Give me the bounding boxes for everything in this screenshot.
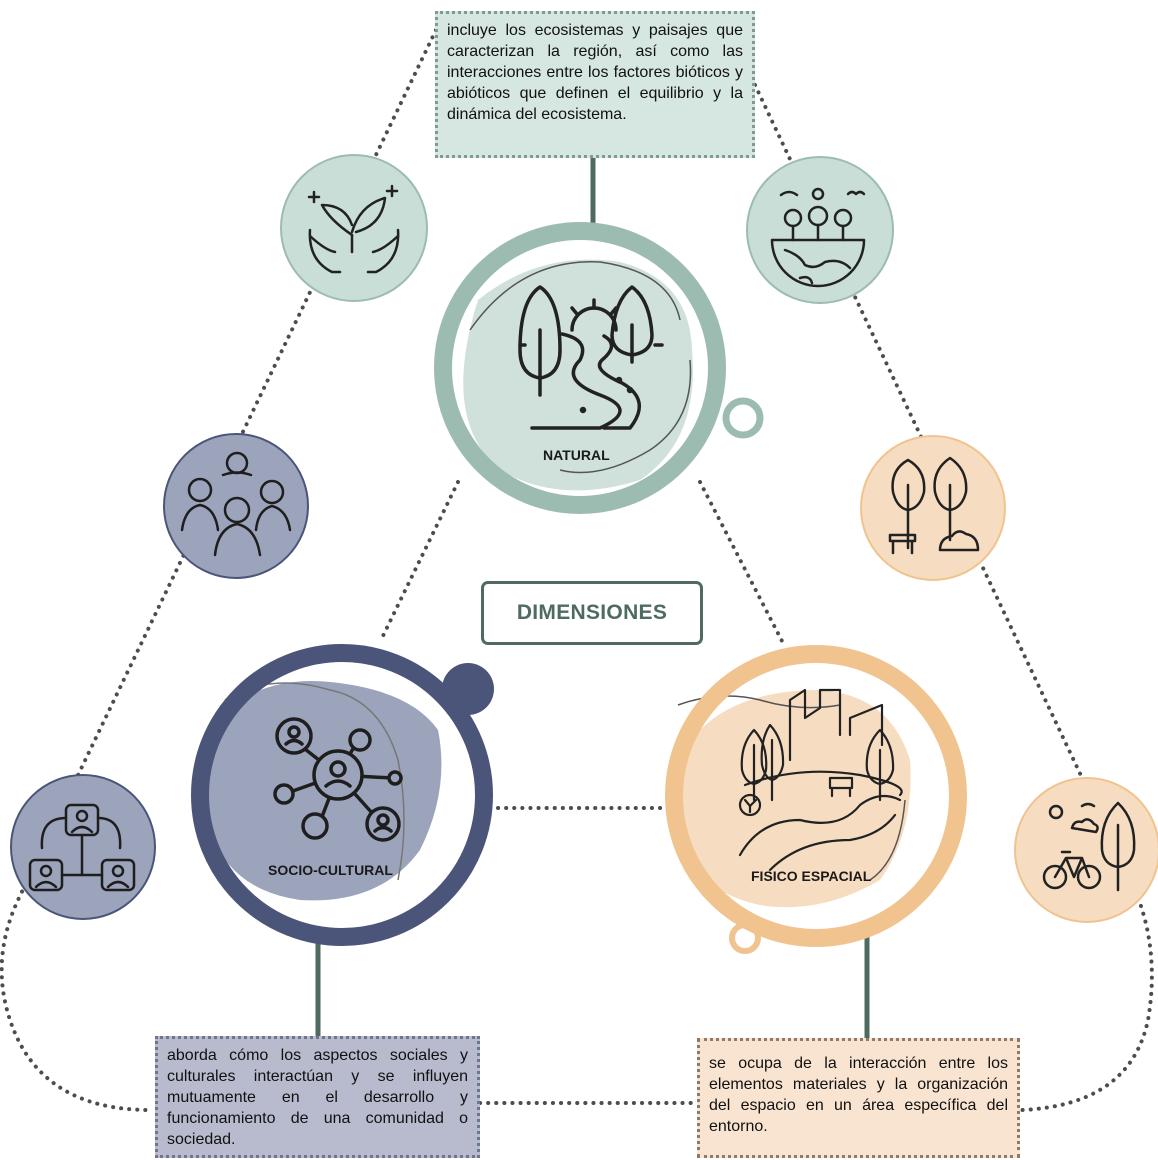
fisico-top-small-circle bbox=[860, 435, 1006, 581]
socio-main-circle bbox=[191, 644, 494, 946]
fisico-espacial-label: FISICO ESPACIAL bbox=[751, 868, 872, 884]
people-organization-icon bbox=[28, 803, 136, 892]
natural-left-small-circle bbox=[280, 154, 428, 302]
people-group-icon bbox=[180, 451, 292, 557]
natural-main-circle bbox=[434, 222, 764, 514]
fisico-main-circle bbox=[665, 645, 967, 954]
dotted-connectors bbox=[0, 28, 1154, 1112]
solid-connectors bbox=[315, 158, 870, 1038]
ecosystem-globe-icon bbox=[770, 187, 866, 288]
urban-park-icon bbox=[738, 688, 903, 872]
natural-right-small-circle bbox=[746, 156, 894, 304]
social-network-icon bbox=[273, 717, 403, 842]
inner-left-dotted-line bbox=[378, 480, 460, 644]
socio-cultural-description-box: aborda cómo los aspectos sociales y cult… bbox=[155, 1036, 480, 1158]
hands-holding-plant-icon bbox=[307, 184, 400, 274]
inner-right-dotted-line bbox=[698, 480, 785, 645]
socio-top-small-circle bbox=[163, 433, 309, 579]
socio-bottom-small-circle bbox=[10, 774, 156, 920]
socio-cultural-label: SOCIO-CULTURAL bbox=[268, 862, 393, 878]
natural-label: NATURAL bbox=[543, 447, 610, 463]
bicycle-tree-icon bbox=[1042, 801, 1136, 892]
fisico-bottom-small-circle bbox=[1014, 777, 1158, 923]
dimensions-title: DIMENSIONES bbox=[481, 581, 703, 645]
landscape-trees-path-icon bbox=[518, 285, 664, 430]
park-trees-bench-icon bbox=[888, 456, 980, 555]
outer-right-dotted-path bbox=[753, 83, 1154, 1112]
fisico-espacial-description-box: se ocupa de la interacción entre los ele… bbox=[697, 1038, 1020, 1158]
natural-description-box: incluye los ecosistemas y paisajes que c… bbox=[435, 11, 755, 158]
